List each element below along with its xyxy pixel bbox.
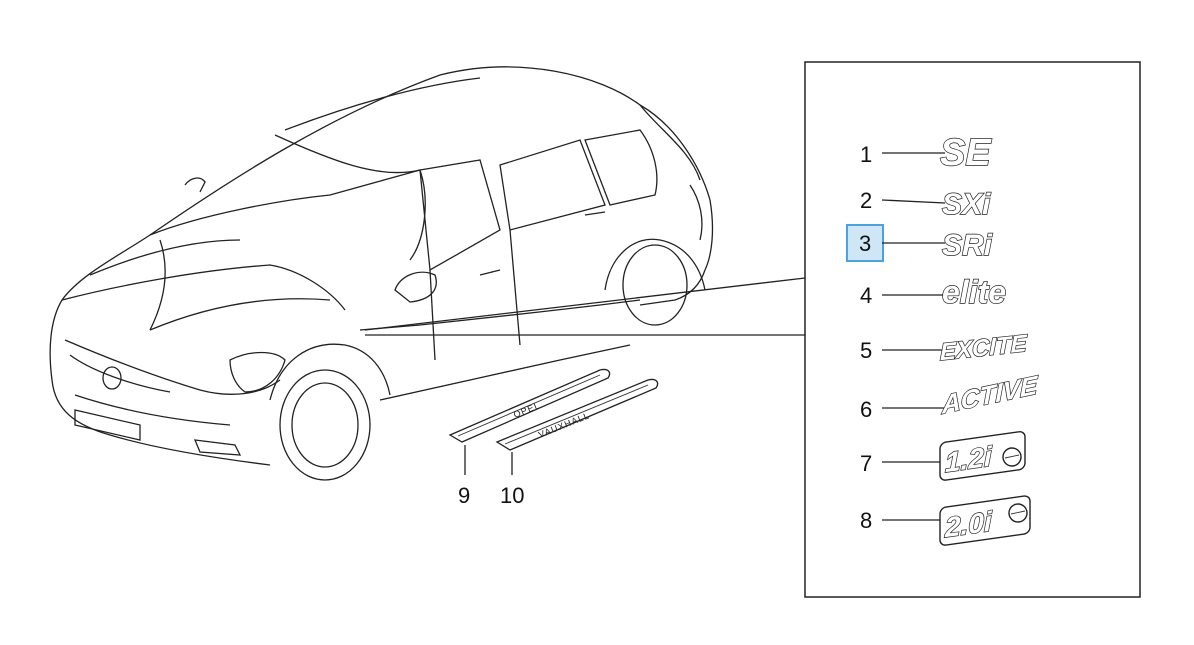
callout-6[interactable]: 6 bbox=[860, 397, 872, 422]
callout-2[interactable]: 2 bbox=[860, 188, 872, 213]
sill-plate-opel: OPEL bbox=[448, 368, 611, 475]
emblem-se: SE bbox=[940, 132, 992, 174]
badge-panel: 1 2 3 4 5 6 7 8 SE SXi SRi elite EXCITE … bbox=[804, 61, 1141, 598]
callout-3[interactable]: 3 bbox=[859, 231, 871, 256]
emblem-badge-20i: 2.0i bbox=[939, 495, 1031, 546]
leader-lines bbox=[364, 277, 806, 336]
brand-logo-icon bbox=[1008, 503, 1028, 523]
callout-1[interactable]: 1 bbox=[860, 142, 872, 167]
callout-9: 9 bbox=[458, 483, 470, 508]
sill-label-opel: OPEL bbox=[512, 400, 542, 420]
sill-plates: OPEL VAUXHALL 9 10 bbox=[448, 368, 659, 508]
callout-4[interactable]: 4 bbox=[860, 283, 872, 308]
emblem-sri: SRi bbox=[942, 229, 993, 262]
callout-8[interactable]: 8 bbox=[860, 508, 872, 533]
emblem-elite: elite bbox=[942, 274, 1006, 310]
selected-callout-highlight[interactable] bbox=[846, 224, 884, 262]
emblem-20i: 2.0i bbox=[944, 506, 993, 544]
emblem-badge-12i: 1.2i bbox=[939, 431, 1026, 481]
callout-10: 10 bbox=[500, 483, 524, 508]
sill-plate-vauxhall: VAUXHALL bbox=[495, 378, 659, 475]
emblem-12i: 1.2i bbox=[945, 441, 993, 479]
emblem-sxi: SXi bbox=[942, 188, 991, 221]
brand-logo-icon bbox=[1002, 447, 1022, 467]
callout-7[interactable]: 7 bbox=[860, 451, 872, 476]
callout-5[interactable]: 5 bbox=[860, 338, 872, 363]
badge-leaders bbox=[881, 152, 946, 521]
car-illustration bbox=[49, 66, 714, 481]
